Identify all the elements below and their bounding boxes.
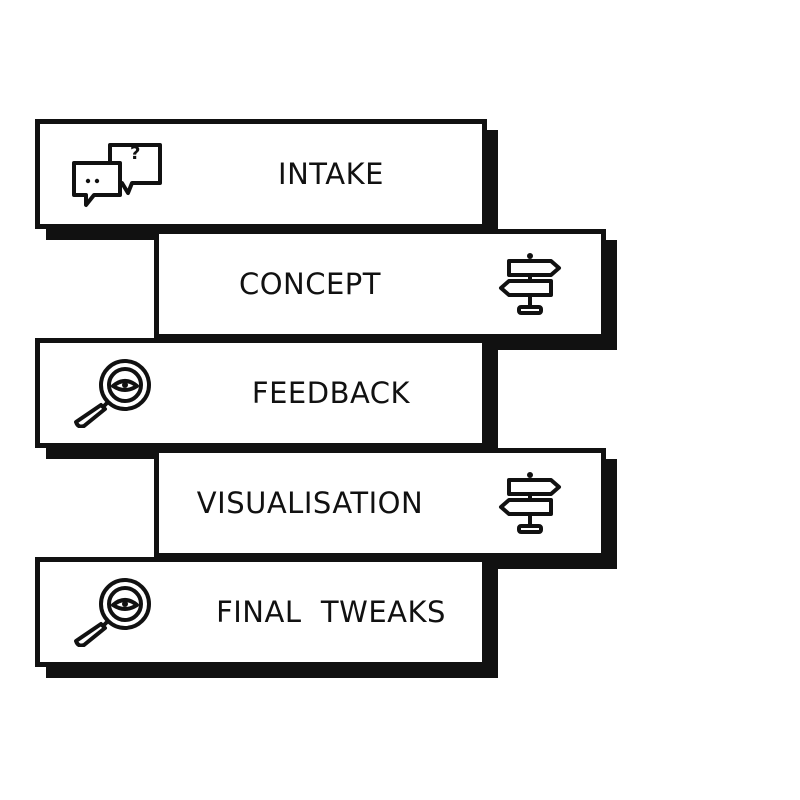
chat-bubbles-icon: ? [70, 139, 166, 209]
question-mark: ? [130, 143, 141, 164]
step-label: FEEDBACK [251, 376, 411, 410]
magnifier-eye-icon [70, 577, 160, 647]
step-label: CONCEPT [238, 267, 382, 301]
step-intake: ? INTAKE [35, 119, 487, 229]
step-final-tweaks: FINAL TWEAKS [35, 557, 487, 667]
signpost-icon [497, 251, 563, 317]
step-concept: CONCEPT [154, 229, 606, 339]
magnifier-eye-icon [70, 358, 160, 428]
step-label: FINAL TWEAKS [216, 595, 446, 629]
step-feedback: FEEDBACK [35, 338, 487, 448]
step-label: INTAKE [278, 157, 384, 191]
step-label: VISUALISATION [196, 486, 424, 520]
signpost-icon [497, 470, 563, 536]
step-visualisation: VISUALISATION [154, 448, 606, 558]
